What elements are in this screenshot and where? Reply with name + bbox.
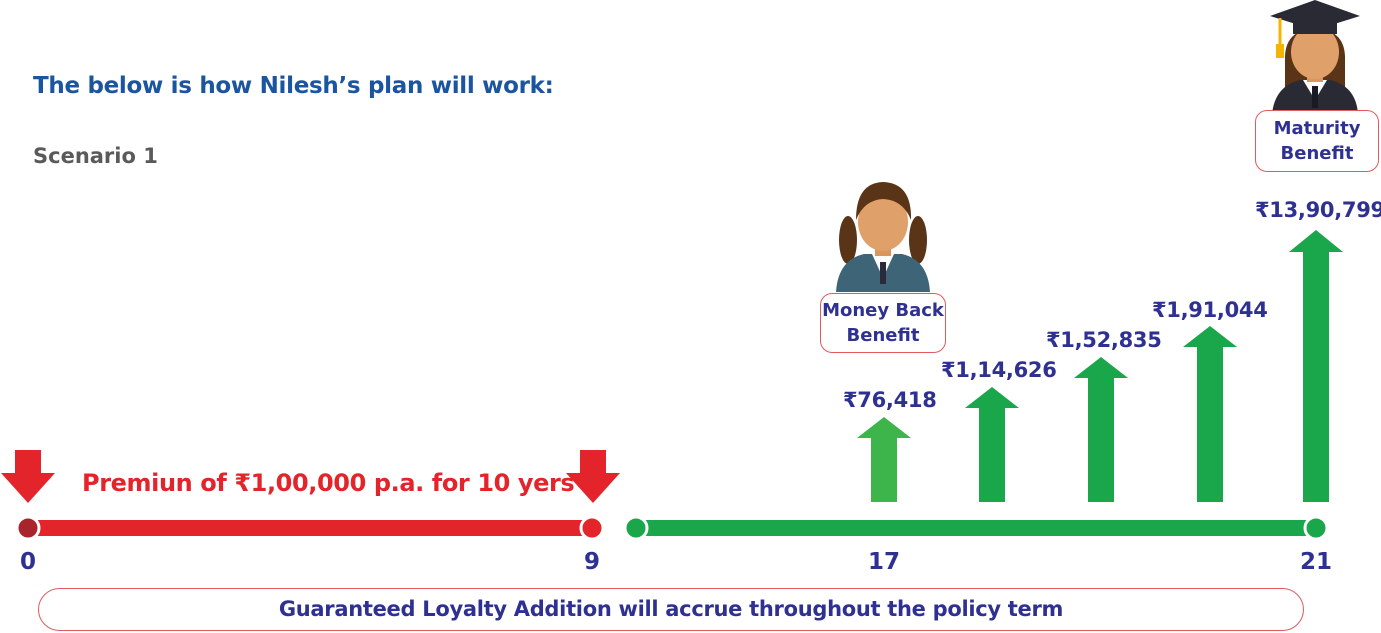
payout-amount: ₹1,91,044 — [1152, 298, 1268, 322]
maturity-line2: Benefit — [1280, 143, 1354, 164]
payout-amount: ₹13,90,799 — [1255, 198, 1381, 222]
timeline-node-21 — [1303, 515, 1329, 541]
timeline-node-start-green — [623, 515, 649, 541]
money-back-line1: Money Back — [822, 300, 944, 321]
up-arrow-icon — [857, 417, 911, 502]
up-arrow-icon — [1289, 230, 1343, 502]
page-heading: The below is how Nilesh’s plan will work… — [33, 73, 554, 99]
down-arrow-icon — [566, 450, 620, 503]
timeline-tick-label: 0 — [19, 549, 36, 575]
payout-amount: ₹1,14,626 — [941, 358, 1057, 382]
timeline-tick-label: 17 — [867, 549, 900, 575]
maturity-benefit-box: Maturity Benefit — [1255, 110, 1379, 172]
payout-amount: ₹76,418 — [843, 388, 937, 412]
loyalty-addition-banner: Guaranteed Loyalty Addition will accrue … — [38, 588, 1304, 631]
premium-label: Premiun of ₹1,00,000 p.a. for 10 yers — [82, 469, 575, 497]
payout-amount: ₹1,52,835 — [1046, 328, 1162, 352]
benefit-timeline-bar — [634, 520, 1320, 536]
graduate-icon — [1270, 0, 1360, 114]
up-arrow-icon — [965, 387, 1019, 502]
up-arrow-icon — [1183, 326, 1237, 502]
money-back-line2: Benefit — [846, 325, 920, 346]
scenario-label: Scenario 1 — [33, 144, 158, 168]
down-arrow-icon — [1, 450, 55, 503]
girl-student-icon — [836, 182, 930, 292]
up-arrow-icon — [1074, 357, 1128, 502]
timeline-node-0 — [15, 515, 41, 541]
maturity-line1: Maturity — [1273, 118, 1361, 139]
money-back-benefit-box: Money Back Benefit — [820, 293, 946, 353]
timeline-node-9 — [579, 515, 605, 541]
premium-timeline-bar — [26, 520, 594, 536]
timeline-tick-label: 21 — [1299, 549, 1332, 575]
timeline-tick-label: 9 — [583, 549, 600, 575]
